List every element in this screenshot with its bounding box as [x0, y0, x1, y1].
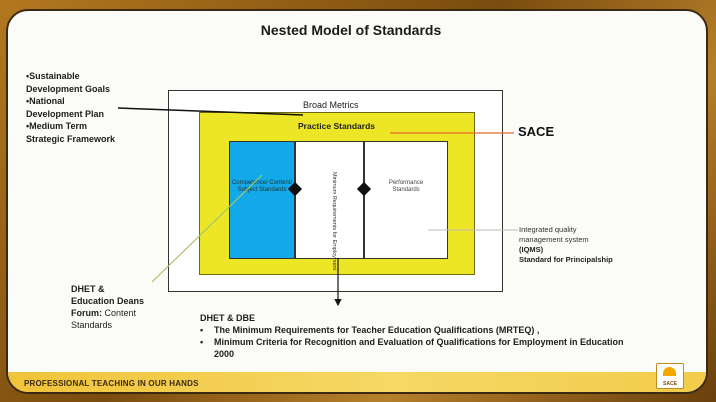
left-list-line: Strategic Framework — [26, 133, 116, 144]
slide-title: Nested Model of Standards — [260, 22, 442, 38]
column-divider — [294, 142, 296, 258]
practice-standards-label: Practice Standards — [298, 121, 376, 131]
left-list-line: Development Plan — [26, 108, 105, 119]
left-list-line: •Medium Term — [26, 121, 87, 131]
dhet-deans-label: DHET & Education Deans Forum: Content St… — [71, 283, 144, 331]
dhet-forum-line: Forum: Content — [71, 307, 144, 319]
dhet-dbe-heading: DHET & DBE — [200, 313, 256, 323]
bullet-dot: • — [200, 325, 204, 335]
iqms-line: management system — [519, 235, 589, 244]
column-divider — [363, 142, 365, 258]
footer-band — [8, 372, 706, 392]
left-list-line: •Sustainable — [26, 71, 80, 81]
bullet-text: The Minimum Requirements for Teacher Edu… — [214, 325, 540, 335]
logo-text: SACE — [663, 381, 677, 387]
iqms-line: Integrated quality — [519, 225, 577, 234]
left-list-line: Development Goals — [26, 83, 111, 94]
competence-standards-column — [230, 142, 294, 258]
left-list-line: •National — [26, 96, 65, 106]
iqms-label: Integrated quality management system (IQ… — [519, 225, 613, 265]
forum-rest: Content — [102, 308, 137, 318]
performance-standards-label: Performance Standards — [388, 180, 424, 193]
dhet-dbe-block: DHET & DBE • The Minimum Requirements fo… — [200, 312, 640, 360]
bullet-item: • The Minimum Requirements for Teacher E… — [200, 324, 640, 336]
sace-label: SACE — [518, 124, 555, 139]
minimum-requirements-label: Minimum Requirements for Employment — [331, 172, 337, 271]
dhet-line: DHET & — [71, 284, 105, 294]
bullet-item: • Minimum Criteria for Recognition and E… — [200, 336, 640, 360]
footer-text: PROFESSIONAL TEACHING IN OUR HANDS — [24, 379, 199, 388]
iqms-line: Standard for Principalship — [519, 255, 613, 264]
competence-standards-label: Competence/ Content/ Subject Standards — [231, 180, 293, 193]
left-list: •Sustainable Development Goals •National… — [26, 70, 176, 145]
iqms-line: (IQMS) — [519, 245, 544, 254]
forum-bold: Forum: — [71, 308, 102, 318]
dhet-line: Education Deans — [71, 296, 145, 306]
dhet-line: Standards — [71, 320, 113, 330]
sace-logo-icon: SACE — [656, 363, 684, 389]
broad-metrics-label: Broad Metrics — [303, 100, 359, 110]
bullet-text: Minimum Criteria for Recognition and Eva… — [214, 337, 624, 359]
bullet-dot: • — [200, 337, 204, 347]
